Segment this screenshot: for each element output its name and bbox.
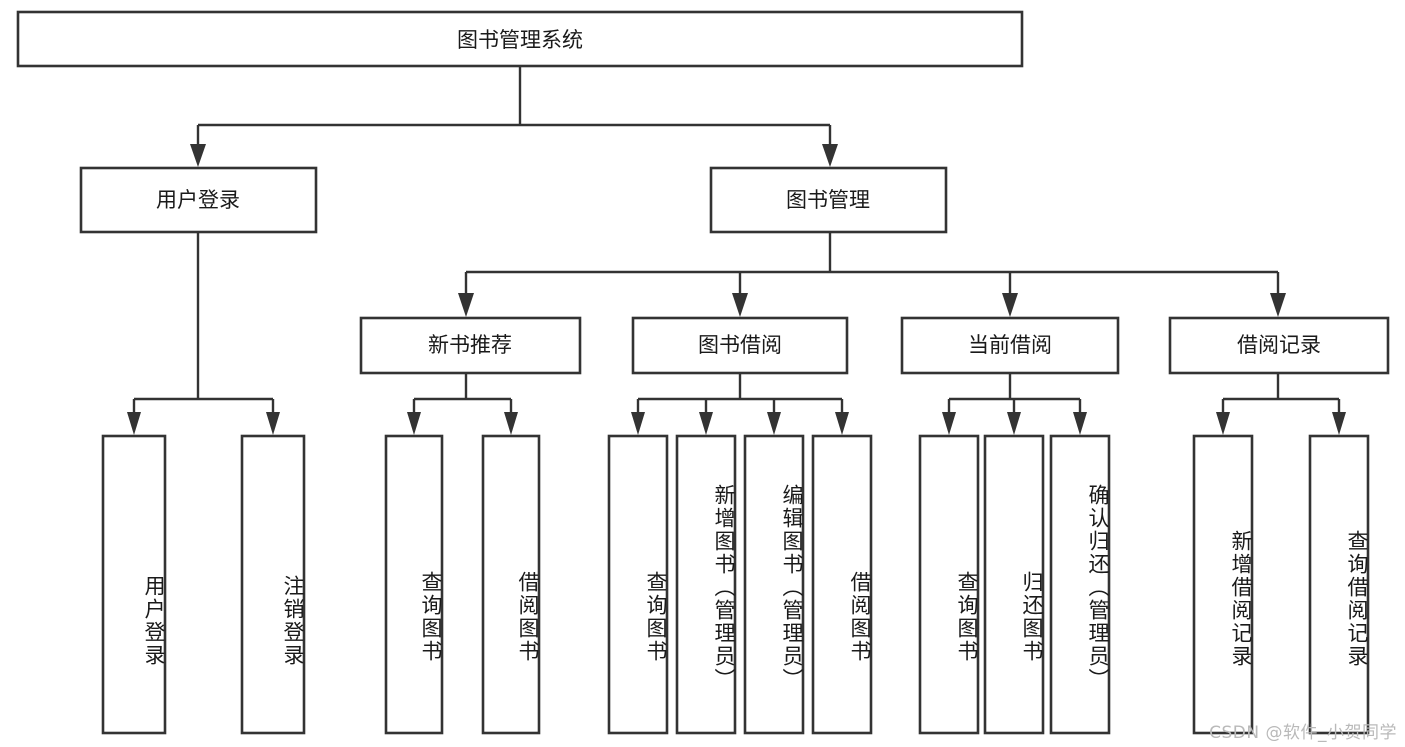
leaf-box-add-book[interactable] [675, 434, 737, 735]
node-current-borrow[interactable]: 当前借阅 [900, 316, 1120, 375]
arrow-head-leaf-borrow-book-2 [835, 412, 849, 435]
leaf-box-confirm-return[interactable] [1049, 434, 1111, 735]
arrow-head-borrow-record [1270, 293, 1286, 317]
arrow-head-leaf-add-book [699, 412, 713, 435]
leaf-box-user-login[interactable] [101, 434, 167, 735]
node-book-borrow-label: 图书借阅 [698, 333, 782, 357]
arrow-head-leaf-edit-book [767, 412, 781, 435]
leaf-box-query-book-1[interactable] [384, 434, 444, 735]
arrow-head-leaf-query-book-2 [631, 412, 645, 435]
arrow-head-current-borrow [1002, 293, 1018, 317]
leaf-box-borrow-book-2[interactable] [811, 434, 873, 735]
node-book-borrow[interactable]: 图书借阅 [631, 316, 849, 375]
node-current-borrow-box[interactable] [900, 316, 1120, 375]
connector-group-user-login [127, 232, 280, 435]
arrow-head-leaf-confirm-return [1073, 412, 1087, 435]
connector-group-root [190, 66, 838, 167]
node-root-label: 图书管理系统 [457, 28, 583, 52]
node-user-login-box[interactable] [79, 166, 318, 234]
node-new-book-recommend-box[interactable] [359, 316, 582, 375]
node-root-box[interactable] [16, 10, 1024, 68]
node-book-management-label: 图书管理 [786, 188, 870, 212]
connector-group-borrow-record [1216, 373, 1346, 435]
arrow-head-leaf-return-book [1007, 412, 1021, 435]
leaf-box-logout[interactable] [240, 434, 306, 735]
node-book-borrow-box[interactable] [631, 316, 849, 375]
arrow-head-book-management [822, 144, 838, 167]
leaf-box-group [101, 434, 1370, 735]
arrow-head-new-book-recommend [458, 293, 474, 317]
leaf-box-query-book-3[interactable] [918, 434, 980, 735]
connector-group-new-book-recommend [407, 373, 518, 435]
node-root[interactable]: 图书管理系统 [16, 10, 1024, 68]
arrow-head-leaf-add-record [1216, 412, 1230, 435]
node-new-book-recommend[interactable]: 新书推荐 [359, 316, 582, 375]
leaf-box-edit-book[interactable] [743, 434, 805, 735]
connector-group-book-management [458, 232, 1286, 317]
leaf-box-query-book-2[interactable] [607, 434, 669, 735]
leaf-box-borrow-book-1[interactable] [481, 434, 541, 735]
arrow-head-user-login [190, 144, 206, 167]
node-user-login[interactable]: 用户登录 [79, 166, 318, 234]
node-user-login-label: 用户登录 [156, 188, 240, 212]
connector-group-current-borrow [942, 373, 1087, 435]
connector-group-book-borrow [631, 373, 849, 435]
node-book-management[interactable]: 图书管理 [709, 166, 948, 234]
node-new-book-recommend-label: 新书推荐 [428, 333, 512, 357]
arrow-head-leaf-query-book-1 [407, 412, 421, 435]
arrow-head-leaf-query-record [1332, 412, 1346, 435]
node-book-management-box[interactable] [709, 166, 948, 234]
node-borrow-record-label: 借阅记录 [1237, 333, 1321, 357]
leaf-box-return-book[interactable] [983, 434, 1045, 735]
leaf-box-query-record[interactable] [1308, 434, 1370, 735]
leaf-box-add-record[interactable] [1192, 434, 1254, 735]
arrow-head-book-borrow [732, 293, 748, 317]
arrow-head-leaf-user-login [127, 412, 141, 435]
csdn-watermark: CSDN @软件_小贺同学 [1209, 723, 1397, 743]
arrow-head-leaf-logout [266, 412, 280, 435]
node-borrow-record-box[interactable] [1168, 316, 1390, 375]
arrow-head-leaf-borrow-book-1 [504, 412, 518, 435]
node-current-borrow-label: 当前借阅 [968, 333, 1052, 357]
node-borrow-record[interactable]: 借阅记录 [1168, 316, 1390, 375]
arrow-head-leaf-query-book-3 [942, 412, 956, 435]
